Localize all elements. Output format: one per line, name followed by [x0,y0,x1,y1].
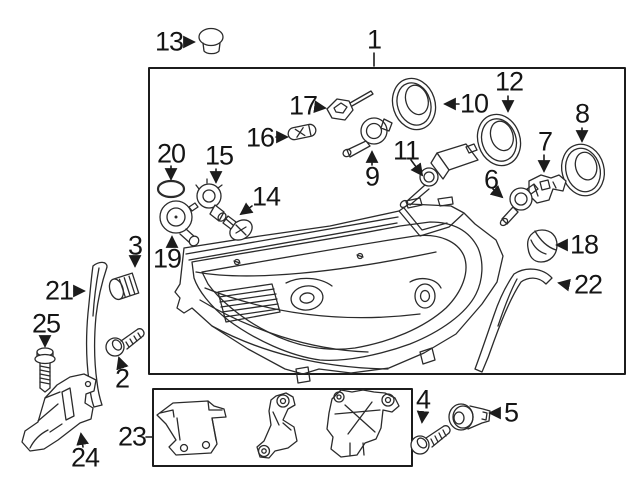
part-7-bulb-holder-drawing [528,174,567,204]
callout-17-arrow [313,100,327,114]
part-17-socket-with-wire-drawing [326,90,374,121]
part-24-side-bracket-drawing [21,373,97,452]
callout-24[interactable]: 24 [70,442,100,473]
callout-8[interactable]: 8 [574,98,590,129]
callout-7[interactable]: 7 [537,126,553,157]
callout-11-arrow [410,159,424,177]
callout-2-arrow [116,356,129,371]
part-5-grommet-nut-drawing [448,403,491,431]
part-4-screw-drawing [410,425,451,455]
part-19-socket-cover-drawing [159,200,200,247]
headlamp-assembly-drawing [174,196,504,384]
callout-16[interactable]: 16 [245,122,275,153]
part-22-trim-strip-drawing [474,268,553,373]
part-11-leveling-motor-drawing [399,143,479,209]
part-16-wedge-bulb-drawing [287,123,317,141]
callout-2[interactable]: 2 [114,363,130,394]
part-20-o-ring-drawing [156,179,186,199]
callout-1[interactable]: 1 [366,24,382,55]
part-18-cover-cap-drawing [527,229,558,263]
part-6-bulb-drawing [499,183,539,227]
part-15-bulb-socket-drawing [195,178,227,222]
part-23-bracket-a-drawing [156,400,227,456]
bracket-kit-group-box [152,388,413,467]
part-9-bulb-drawing [342,117,393,158]
part-14-bulb-drawing [222,215,253,241]
part-10-seal-ring-drawing [391,77,437,131]
part-2-screw-drawing [105,328,145,357]
part-3-retainer-nut-drawing [108,272,140,301]
callout-22[interactable]: 22 [573,269,603,300]
part-13-retaining-clip-drawing [198,27,224,55]
callout-9[interactable]: 9 [364,161,380,192]
callout-10[interactable]: 10 [459,88,489,119]
callout-24-arrow [76,432,89,448]
part-23-bracket-c-drawing [326,389,400,458]
callout-18[interactable]: 18 [569,229,599,260]
callout-21[interactable]: 21 [44,275,74,306]
callout-15[interactable]: 15 [204,140,234,171]
callout-6-arrow [489,184,504,199]
callout-25[interactable]: 25 [31,308,61,339]
headlamp-group-box [148,67,626,375]
part-25-bolt-drawing [34,347,56,393]
callout-4[interactable]: 4 [415,384,431,415]
part-21-trim-strip-drawing [85,261,108,408]
callout-14-arrow [239,202,254,216]
callout-14[interactable]: 14 [251,181,281,212]
callout-3[interactable]: 3 [127,230,143,261]
callout-20[interactable]: 20 [156,138,186,169]
part-12-seal-ring-drawing [476,113,522,167]
part-8-seal-ring-drawing [560,143,606,197]
callout-arrows [38,35,589,448]
callout-11[interactable]: 11 [392,135,420,166]
callout-13[interactable]: 13 [154,26,184,57]
callout-5[interactable]: 5 [503,397,519,428]
callout-23[interactable]: 23 [117,421,147,452]
callout-12[interactable]: 12 [494,66,524,97]
callout-6[interactable]: 6 [483,164,499,195]
callout-17[interactable]: 17 [288,90,318,121]
callout-19[interactable]: 19 [152,243,182,274]
part-23-bracket-b-drawing [256,392,298,459]
callout-4-arrow [416,410,430,424]
callout-22-arrow [557,278,571,292]
